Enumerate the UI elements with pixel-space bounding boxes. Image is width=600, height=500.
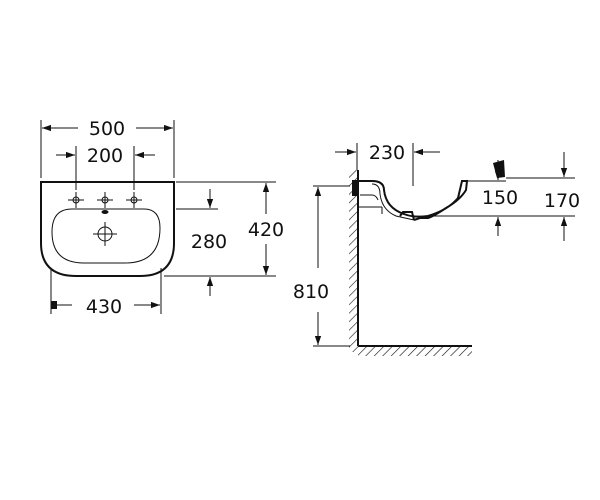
wall [349,170,358,352]
dim-width-bottom: 430 [50,268,162,318]
dim-height-rim: 150 [432,160,518,236]
overflow-icon [101,210,109,214]
front-view: 500 200 430 280 [40,118,284,318]
dim-height-tap: 170 [506,152,580,241]
basin-bowl [51,208,161,264]
svg-text:170: 170 [544,190,580,212]
tap-icon [493,160,505,178]
dim-depth-bowl: 280 [164,189,227,296]
tap-hole-left-icon [68,192,84,208]
svg-text:280: 280 [191,231,227,253]
svg-text:150: 150 [482,187,518,209]
tap-hole-right-icon [126,192,142,208]
side-view: 230 810 150 170 [293,142,580,356]
svg-text:420: 420 [248,219,284,241]
svg-text:430: 430 [86,296,122,318]
basin-profile [352,180,469,221]
svg-text:810: 810 [293,281,329,303]
tap-hole-center-icon [97,192,113,208]
dim-projection: 230 [335,142,440,186]
dim-width-taps: 200 [56,145,155,190]
floor [358,346,472,356]
svg-text:200: 200 [87,145,123,167]
svg-text:230: 230 [369,142,405,164]
svg-text:500: 500 [89,118,125,140]
dim-width-overall: 500 [40,118,175,178]
dim-depth-overall: 420 [176,181,284,277]
basin-outline [40,181,175,277]
dim-height-floor: 810 [293,185,350,347]
